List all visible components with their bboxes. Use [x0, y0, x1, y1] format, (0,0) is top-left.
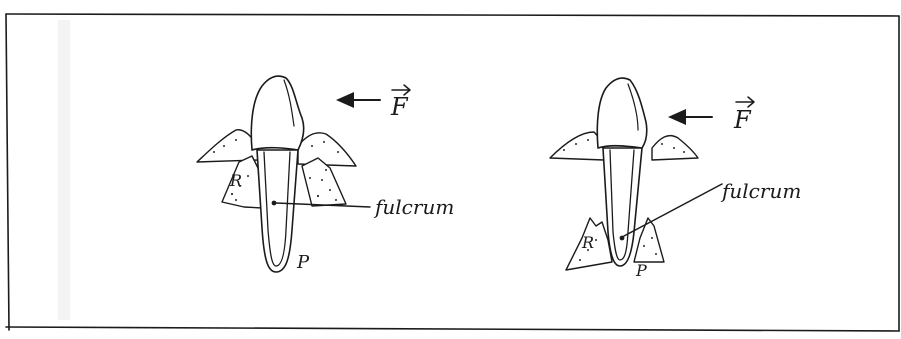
fulcrum-label: fulcrum: [720, 179, 801, 203]
paper-shadow: [58, 20, 70, 320]
left-marker: R: [581, 233, 594, 252]
right-marker: P: [296, 252, 310, 273]
force-label: F: [733, 106, 752, 134]
left-marker: R: [229, 171, 242, 190]
right-marker: P: [635, 261, 647, 280]
fulcrum-label: fulcrum: [373, 195, 454, 219]
force-label: F: [390, 93, 409, 121]
